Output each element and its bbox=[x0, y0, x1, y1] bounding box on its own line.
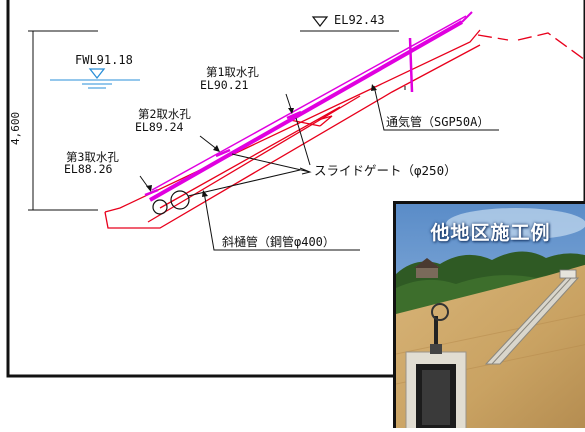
height-dimension-label: 4,600 bbox=[9, 112, 22, 145]
site-photo-image bbox=[396, 204, 585, 428]
photo-caption: 他地区施工例 bbox=[430, 222, 551, 244]
inclined-pipe-label: 斜樋管（鋼管φ400） bbox=[222, 234, 335, 249]
intake-opening-circle bbox=[152, 199, 168, 215]
pipe-lines bbox=[149, 11, 473, 202]
slide-gate-label: スライドゲート（φ250） bbox=[314, 163, 457, 178]
intake-3-elevation: EL88.26 bbox=[64, 162, 113, 176]
intake-2-elevation: EL89.24 bbox=[135, 120, 184, 134]
intake-1-elevation: EL90.21 bbox=[200, 78, 249, 92]
arrowheads bbox=[146, 84, 377, 197]
intake-3-name: 第3取水孔 bbox=[66, 150, 119, 164]
embankment-dashed-line bbox=[477, 32, 585, 61]
crest-level-triangle bbox=[311, 16, 329, 27]
intake-1-name: 第1取水孔 bbox=[206, 65, 259, 79]
water-level-label: FWL91.18 bbox=[75, 53, 133, 67]
crest-elevation-label: EL92.43 bbox=[334, 13, 385, 27]
intake-opening-circle bbox=[170, 190, 190, 210]
water-level-symbol bbox=[50, 68, 140, 89]
vent-pipe-label: 通気管（SGP50A） bbox=[386, 114, 489, 129]
drawing-frame bbox=[6, 0, 585, 378]
slide-gate-marks bbox=[144, 110, 302, 197]
intake-2-name: 第2取水孔 bbox=[138, 107, 191, 121]
leader-lines bbox=[28, 30, 499, 251]
example-site-photo: 他地区施工例 bbox=[393, 201, 585, 428]
